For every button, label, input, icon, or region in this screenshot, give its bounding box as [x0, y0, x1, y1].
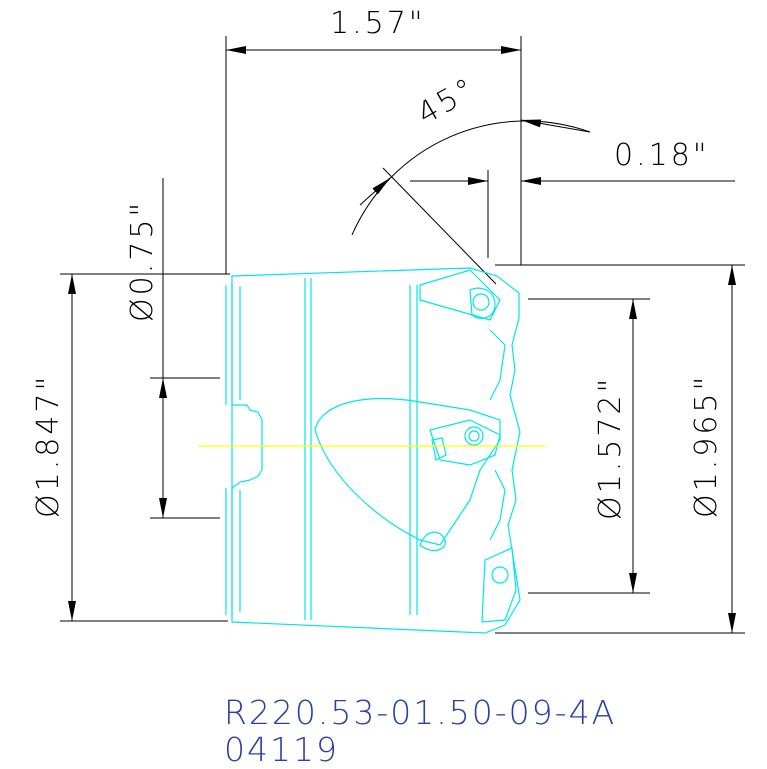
- drawing-number: 04119: [224, 730, 339, 769]
- dim-overall-length-text: 1.57": [330, 6, 426, 41]
- dim-shank-diameter: [150, 178, 220, 519]
- dim-cutting-diameter-text: Ø1.965": [689, 374, 724, 518]
- dim-body-diameter: [60, 273, 230, 622]
- dim-angle-text: 45°: [412, 71, 483, 132]
- dim-insert-offset-text: 0.18": [614, 138, 710, 173]
- dim-body-diameter-text: Ø1.847": [31, 374, 66, 518]
- dim-cutting-diameter: [495, 264, 745, 634]
- part-outline: [225, 267, 521, 634]
- dim-inner-diameter-text: Ø1.572": [593, 376, 628, 520]
- dim-insert-offset: [410, 170, 735, 258]
- part-number: R220.53-01.50-09-4A: [224, 693, 617, 732]
- dim-shank-diameter-text: Ø0.75": [125, 200, 160, 322]
- dim-angle: [351, 119, 591, 285]
- dim-overall-length: [225, 36, 522, 274]
- dim-inner-diameter: [528, 298, 650, 594]
